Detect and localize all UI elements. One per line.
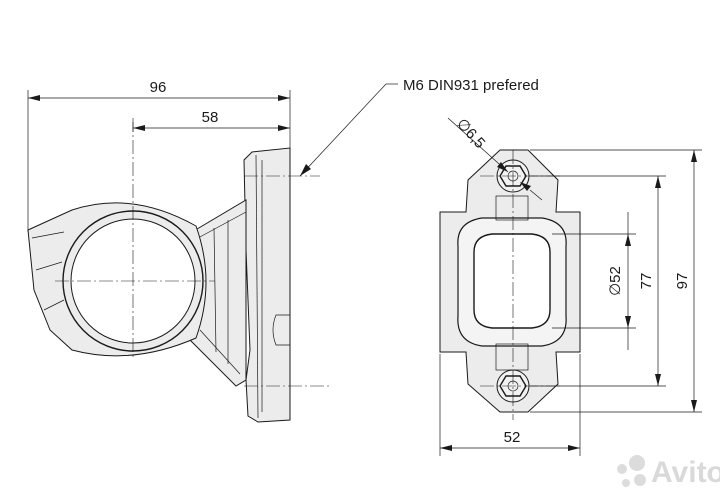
side-dimensions: 96 58 <box>27 79 291 232</box>
front-view <box>439 149 581 420</box>
dim-hole-spacing: 77 <box>638 273 655 290</box>
side-view <box>27 118 330 423</box>
front-dimensions: ∅6,5 ∅52 77 97 52 <box>439 115 702 456</box>
dim-height-overall: 97 <box>674 273 691 290</box>
dim-width-overall: 96 <box>150 79 167 96</box>
dim-hole-dia: ∅6,5 <box>453 115 488 152</box>
watermark: Avito <box>617 455 720 489</box>
front-stem-top <box>495 195 529 221</box>
dim-width-partial: 58 <box>202 109 219 126</box>
watermark-text: Avito <box>651 456 720 489</box>
watermark-logo-icon <box>617 464 627 474</box>
front-hole-top <box>499 165 527 187</box>
front-hole-bottom <box>499 375 527 397</box>
front-lens <box>473 233 551 329</box>
side-flange <box>243 147 291 423</box>
callout-leader: M6 DIN931 prefered <box>299 77 539 177</box>
dim-base-width: 52 <box>504 429 521 446</box>
callout-text: M6 DIN931 prefered <box>403 77 539 94</box>
dim-lens-dia: ∅52 <box>607 266 624 296</box>
